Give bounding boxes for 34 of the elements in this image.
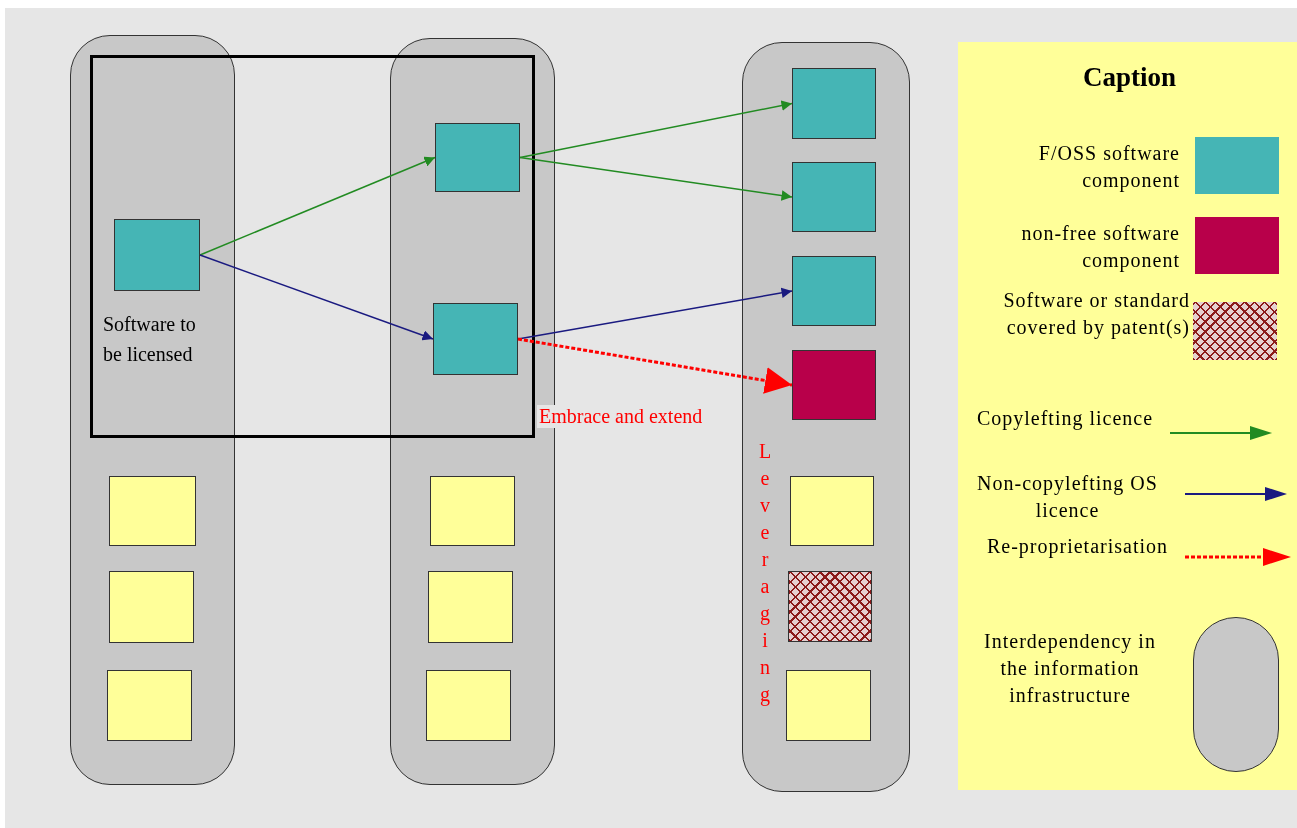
component-box xyxy=(435,123,520,192)
component-box xyxy=(109,476,196,546)
component-box xyxy=(792,68,876,139)
legend-label: non-free software component xyxy=(1020,221,1180,274)
arrow xyxy=(199,254,434,341)
component-box xyxy=(792,256,876,326)
patented-component-box xyxy=(788,571,872,642)
dashed-arrow xyxy=(517,337,793,394)
arrow xyxy=(519,156,793,201)
legend-label: F/OSS software component xyxy=(1037,141,1180,194)
component-box xyxy=(790,476,874,546)
component-box xyxy=(426,670,511,741)
column-panel xyxy=(70,35,235,785)
legend-label: Interdependency in the information infrastructure xyxy=(983,629,1157,708)
arrow xyxy=(519,100,793,159)
component-box xyxy=(433,303,518,375)
component-box xyxy=(107,670,192,741)
legend-label: Non-copylefting OS licence xyxy=(976,471,1159,523)
node-caption: Software to be licensed xyxy=(103,312,197,367)
component-box xyxy=(792,350,876,420)
legend-heading: Caption xyxy=(1083,62,1177,93)
component-box xyxy=(114,219,200,291)
legend-label: Software or standard covered by patent(s) xyxy=(1002,288,1190,341)
column-panel xyxy=(742,42,910,792)
legend-label: Copylefting licence xyxy=(975,406,1155,432)
component-box xyxy=(430,476,515,546)
component-box xyxy=(786,670,871,741)
component-box xyxy=(792,162,876,232)
component-box xyxy=(109,571,194,643)
arrow xyxy=(199,156,436,256)
edge-label: Embrace and extend xyxy=(537,405,705,428)
component-box xyxy=(428,571,513,643)
legend-label: Re-proprietarisation xyxy=(985,534,1170,560)
vertical-label: Leveraging xyxy=(753,440,776,710)
